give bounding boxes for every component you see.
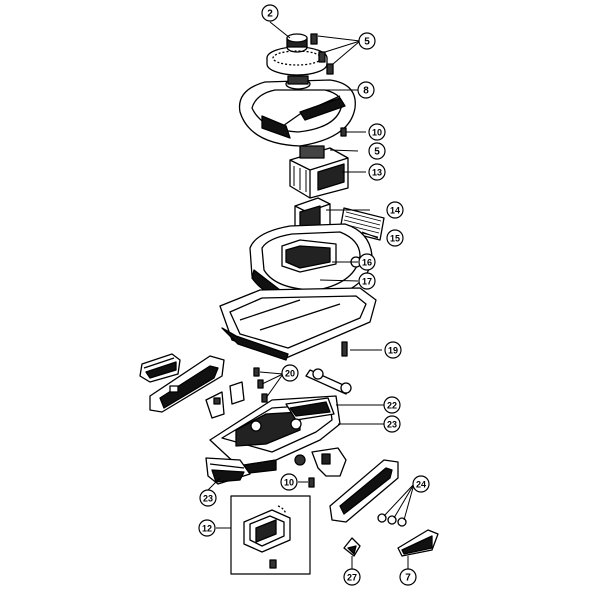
callout-circle (412, 475, 430, 493)
callout-circle (343, 568, 361, 586)
callout-circle (198, 519, 216, 537)
callout-c17: 17 (358, 272, 376, 290)
motor-assembly (289, 145, 349, 199)
callout-circle (368, 142, 386, 160)
callout-c10a: 10 (368, 123, 386, 141)
callout-c10b: 10 (280, 473, 298, 491)
callout-circle (386, 229, 404, 247)
callout-c27: 27 (343, 568, 361, 586)
callout-c23b: 23 (199, 489, 217, 507)
callout-number: 15 (390, 234, 400, 244)
callout-c19: 19 (384, 341, 402, 359)
nut-20 (294, 454, 306, 466)
callout-circle (399, 568, 417, 586)
callout-c16: 16 (358, 253, 376, 271)
callout-c2: 2 (261, 4, 279, 22)
callout-number: 22 (387, 401, 397, 411)
screw-19 (341, 341, 348, 357)
rail-carriage-right (329, 459, 399, 523)
drive-shaft (305, 368, 352, 395)
callout-circle (384, 341, 402, 359)
callout-number: 16 (362, 258, 372, 268)
callout-number: 20 (285, 369, 295, 379)
callout-c13: 13 (368, 163, 386, 181)
callout-c5b: 5 (368, 142, 386, 160)
callout-circle (280, 473, 298, 491)
carriage-base (209, 395, 341, 475)
clutch-bracket (311, 447, 347, 477)
callout-number: 10 (284, 478, 294, 488)
callout-c14: 14 (386, 201, 404, 219)
callout-c12: 12 (198, 519, 216, 537)
small-wedge (343, 537, 361, 557)
callout-c7: 7 (399, 568, 417, 586)
callout-number: 24 (416, 480, 426, 490)
callout-circle (368, 123, 386, 141)
screw-10-top (340, 127, 347, 137)
callout-number: 5 (364, 37, 370, 48)
callout-circle (368, 163, 386, 181)
callout-number: 23 (387, 420, 397, 430)
callout-number: 10 (372, 128, 382, 138)
callout-circle (281, 364, 299, 382)
drive-gear (266, 33, 328, 76)
bracket-left (205, 381, 245, 419)
callout-c5a: 5 (358, 32, 376, 50)
callout-number: 14 (390, 206, 400, 216)
screw-10-lower (308, 477, 315, 488)
callout-circle (358, 253, 376, 271)
callout-circle (383, 415, 401, 433)
callout-c8: 8 (357, 81, 375, 99)
base-plate (219, 287, 377, 361)
callout-circle (199, 489, 217, 507)
screws-20 (253, 367, 268, 403)
callout-number: 19 (388, 346, 398, 356)
inset-bracket (243, 505, 291, 569)
leader-lines (207, 21, 415, 574)
rail-carriage-left (149, 355, 225, 413)
callout-c24: 24 (412, 475, 430, 493)
callout-number: 17 (362, 277, 372, 287)
callout-number: 7 (405, 573, 411, 584)
callout-number: 2 (267, 9, 273, 20)
end-cap-left (139, 353, 181, 383)
callout-c20: 20 (281, 364, 299, 382)
callout-c22: 22 (383, 396, 401, 414)
callout-labels: 2 5 8 10 5 13 14 15 16 17 19 20 22 23 23 10 24 12 27 7 (198, 4, 430, 586)
upper-housing (238, 75, 356, 147)
callout-number: 12 (202, 524, 212, 534)
callout-c23a: 23 (383, 415, 401, 433)
callout-number: 27 (347, 573, 357, 583)
screws-top (310, 33, 334, 75)
screws-24 (377, 513, 407, 527)
callout-circle (358, 32, 376, 50)
callout-c15: 15 (386, 229, 404, 247)
callout-number: 8 (363, 86, 369, 97)
callout-circle (383, 396, 401, 414)
lower-cap (205, 457, 251, 485)
callout-number: 5 (374, 147, 380, 158)
end-cap-right (397, 529, 439, 557)
callout-circle (358, 272, 376, 290)
callout-circle (261, 4, 279, 22)
callout-circle (386, 201, 404, 219)
callout-number: 13 (372, 168, 382, 178)
callout-number: 23 (203, 494, 213, 504)
callout-circle (357, 81, 375, 99)
